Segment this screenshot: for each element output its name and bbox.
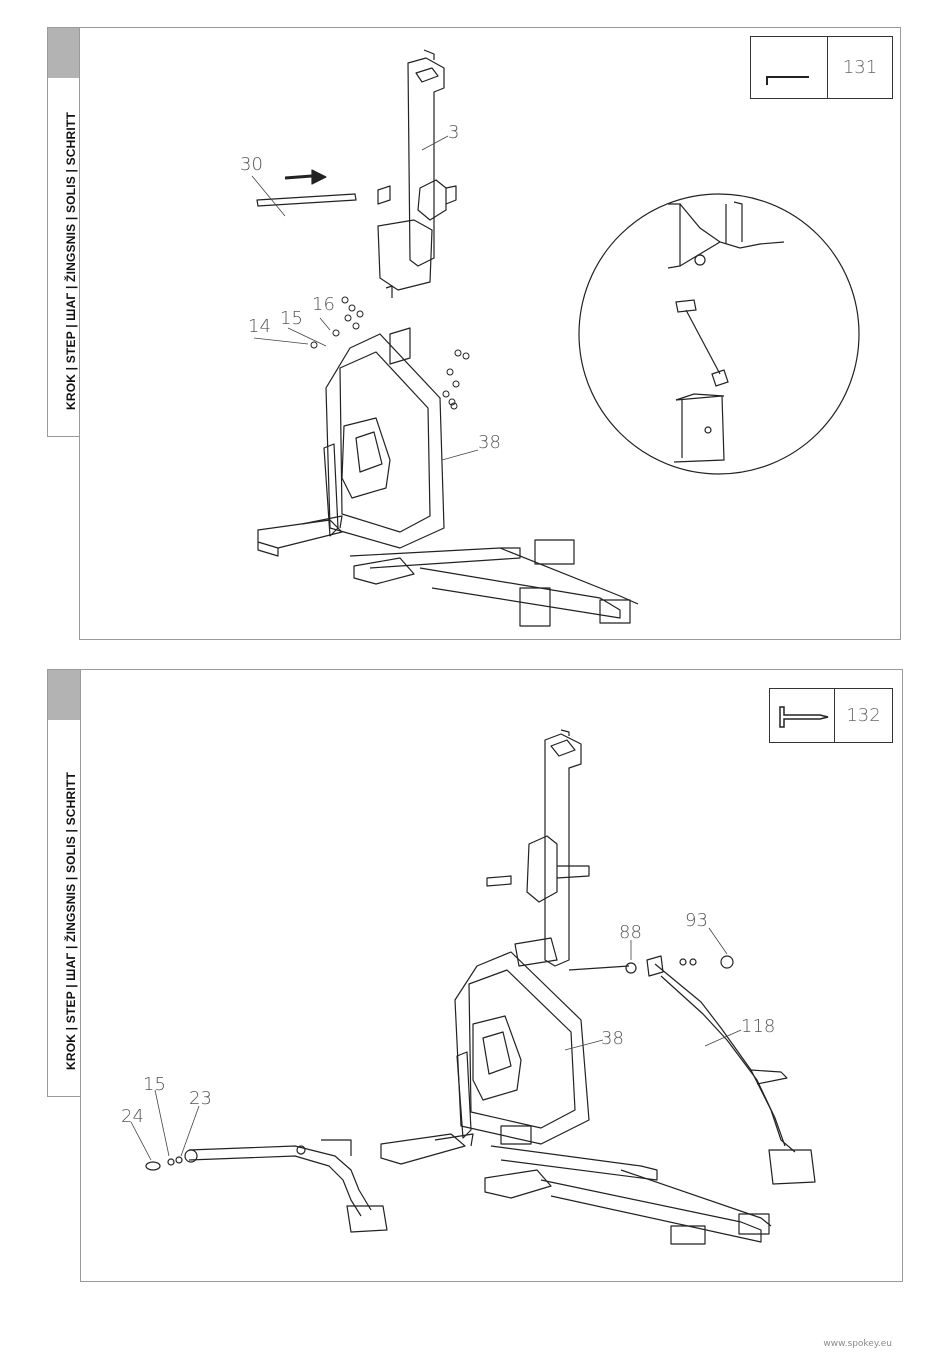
exploded-diagram-step-2: 93 88 118 38 15 23 24 [81,670,902,1281]
callout-30: 30 [240,154,263,175]
step-label: KROK | STEP | ШАГ | ŽINGSNIS | SOLIS | S… [64,772,78,1070]
callout-16: 16 [312,294,335,315]
step-tab-header [48,28,80,78]
step-tab-header [48,670,80,720]
pedal-arm-118 [655,964,795,1152]
step-tab-1: KROK | STEP | ШАГ | ŽINGSNIS | SOLIS | S… [47,27,80,437]
assembly-panel-step-1: 131 [79,27,901,640]
exploded-diagram-step-1: 30 3 16 15 14 38 [80,28,900,639]
direction-arrow [285,176,312,178]
callout-93: 93 [685,910,708,931]
step-tab-2: KROK | STEP | ШАГ | ŽINGSNIS | SOLIS | S… [47,669,80,1097]
callout-88: 88 [619,922,642,943]
footer-url: www.spokey.eu [823,1339,892,1349]
callout-118: 118 [741,1016,775,1037]
cap-93 [721,956,733,968]
callout-14: 14 [248,316,271,337]
callout-38: 38 [478,432,501,453]
pedal-arm-left [189,1146,371,1210]
callout-38: 38 [601,1028,624,1049]
callout-23: 23 [189,1088,212,1109]
main-frame-38 [455,952,589,1144]
seat-post [545,734,581,966]
step-label: KROK | STEP | ШАГ | ŽINGSNIS | SOLIS | S… [64,112,78,410]
callout-15: 15 [143,1074,166,1095]
seat-post [408,58,444,266]
detail-zoom-circle [579,194,859,474]
callout-15: 15 [280,308,303,329]
callout-24: 24 [121,1106,144,1127]
rear-stabilizer [485,1170,551,1198]
callout-3: 3 [448,122,459,143]
front-stabilizer [381,1134,465,1164]
assembly-panel-step-2: 132 [80,669,903,1282]
rear-stabilizer [354,558,414,584]
washer-88 [626,963,636,973]
